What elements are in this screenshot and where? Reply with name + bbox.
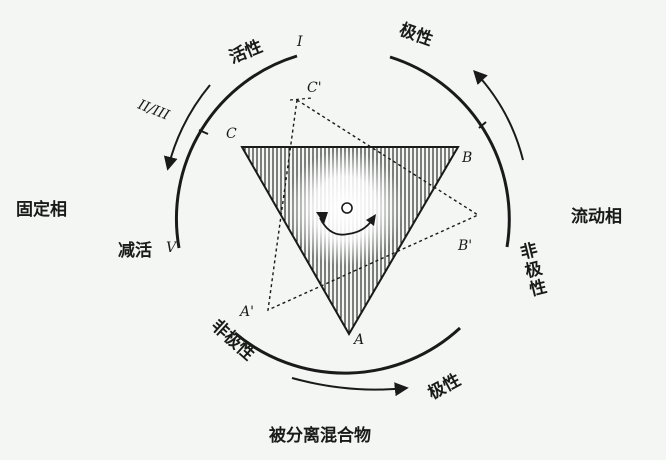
- mark-roman-5: V: [166, 240, 178, 256]
- arc-top-right: [389, 55, 511, 248]
- point-label-a-prime: A': [238, 304, 254, 320]
- point-label-a: A: [352, 332, 364, 348]
- mark-roman-1: I: [296, 34, 303, 50]
- rotation-arrow: [319, 217, 373, 236]
- mark-roman-2-3: II/III: [135, 96, 172, 124]
- arc-bottom: [234, 326, 462, 375]
- region-label-active: 活性: [226, 36, 265, 68]
- arc-top-left: [174, 54, 298, 249]
- region-label-polar-top: 极性: [397, 19, 436, 50]
- arrow-right-up: [473, 69, 524, 161]
- rotation-arrowhead-right: [366, 214, 376, 226]
- point-label-b: B: [461, 150, 472, 166]
- arrow-bottom-right: [291, 377, 409, 397]
- region-label-nonpolar-bottom: 非极性: [207, 315, 259, 365]
- arc-tick-top-right: [478, 121, 487, 129]
- arc-tick-top-left: [198, 129, 209, 135]
- phase-label-analyte: 被分离混合物: [269, 425, 371, 446]
- region-label-deactivated: 减活: [118, 240, 152, 261]
- center-point: [341, 202, 353, 214]
- rotation-arrowhead-left: [316, 212, 328, 224]
- point-label-c: C: [226, 126, 237, 142]
- dashed-guide: [289, 97, 313, 101]
- phase-label-mobile: 流动相: [571, 206, 622, 227]
- region-label-polar-bottom: 极性: [424, 369, 464, 404]
- region-label-nonpolar-right: 非极性: [514, 239, 548, 300]
- arrow-left-down: [163, 84, 211, 171]
- point-label-b-prime: B': [457, 238, 472, 254]
- point-label-c-prime: C': [307, 80, 322, 96]
- phase-label-stationary: 固定相: [16, 199, 67, 220]
